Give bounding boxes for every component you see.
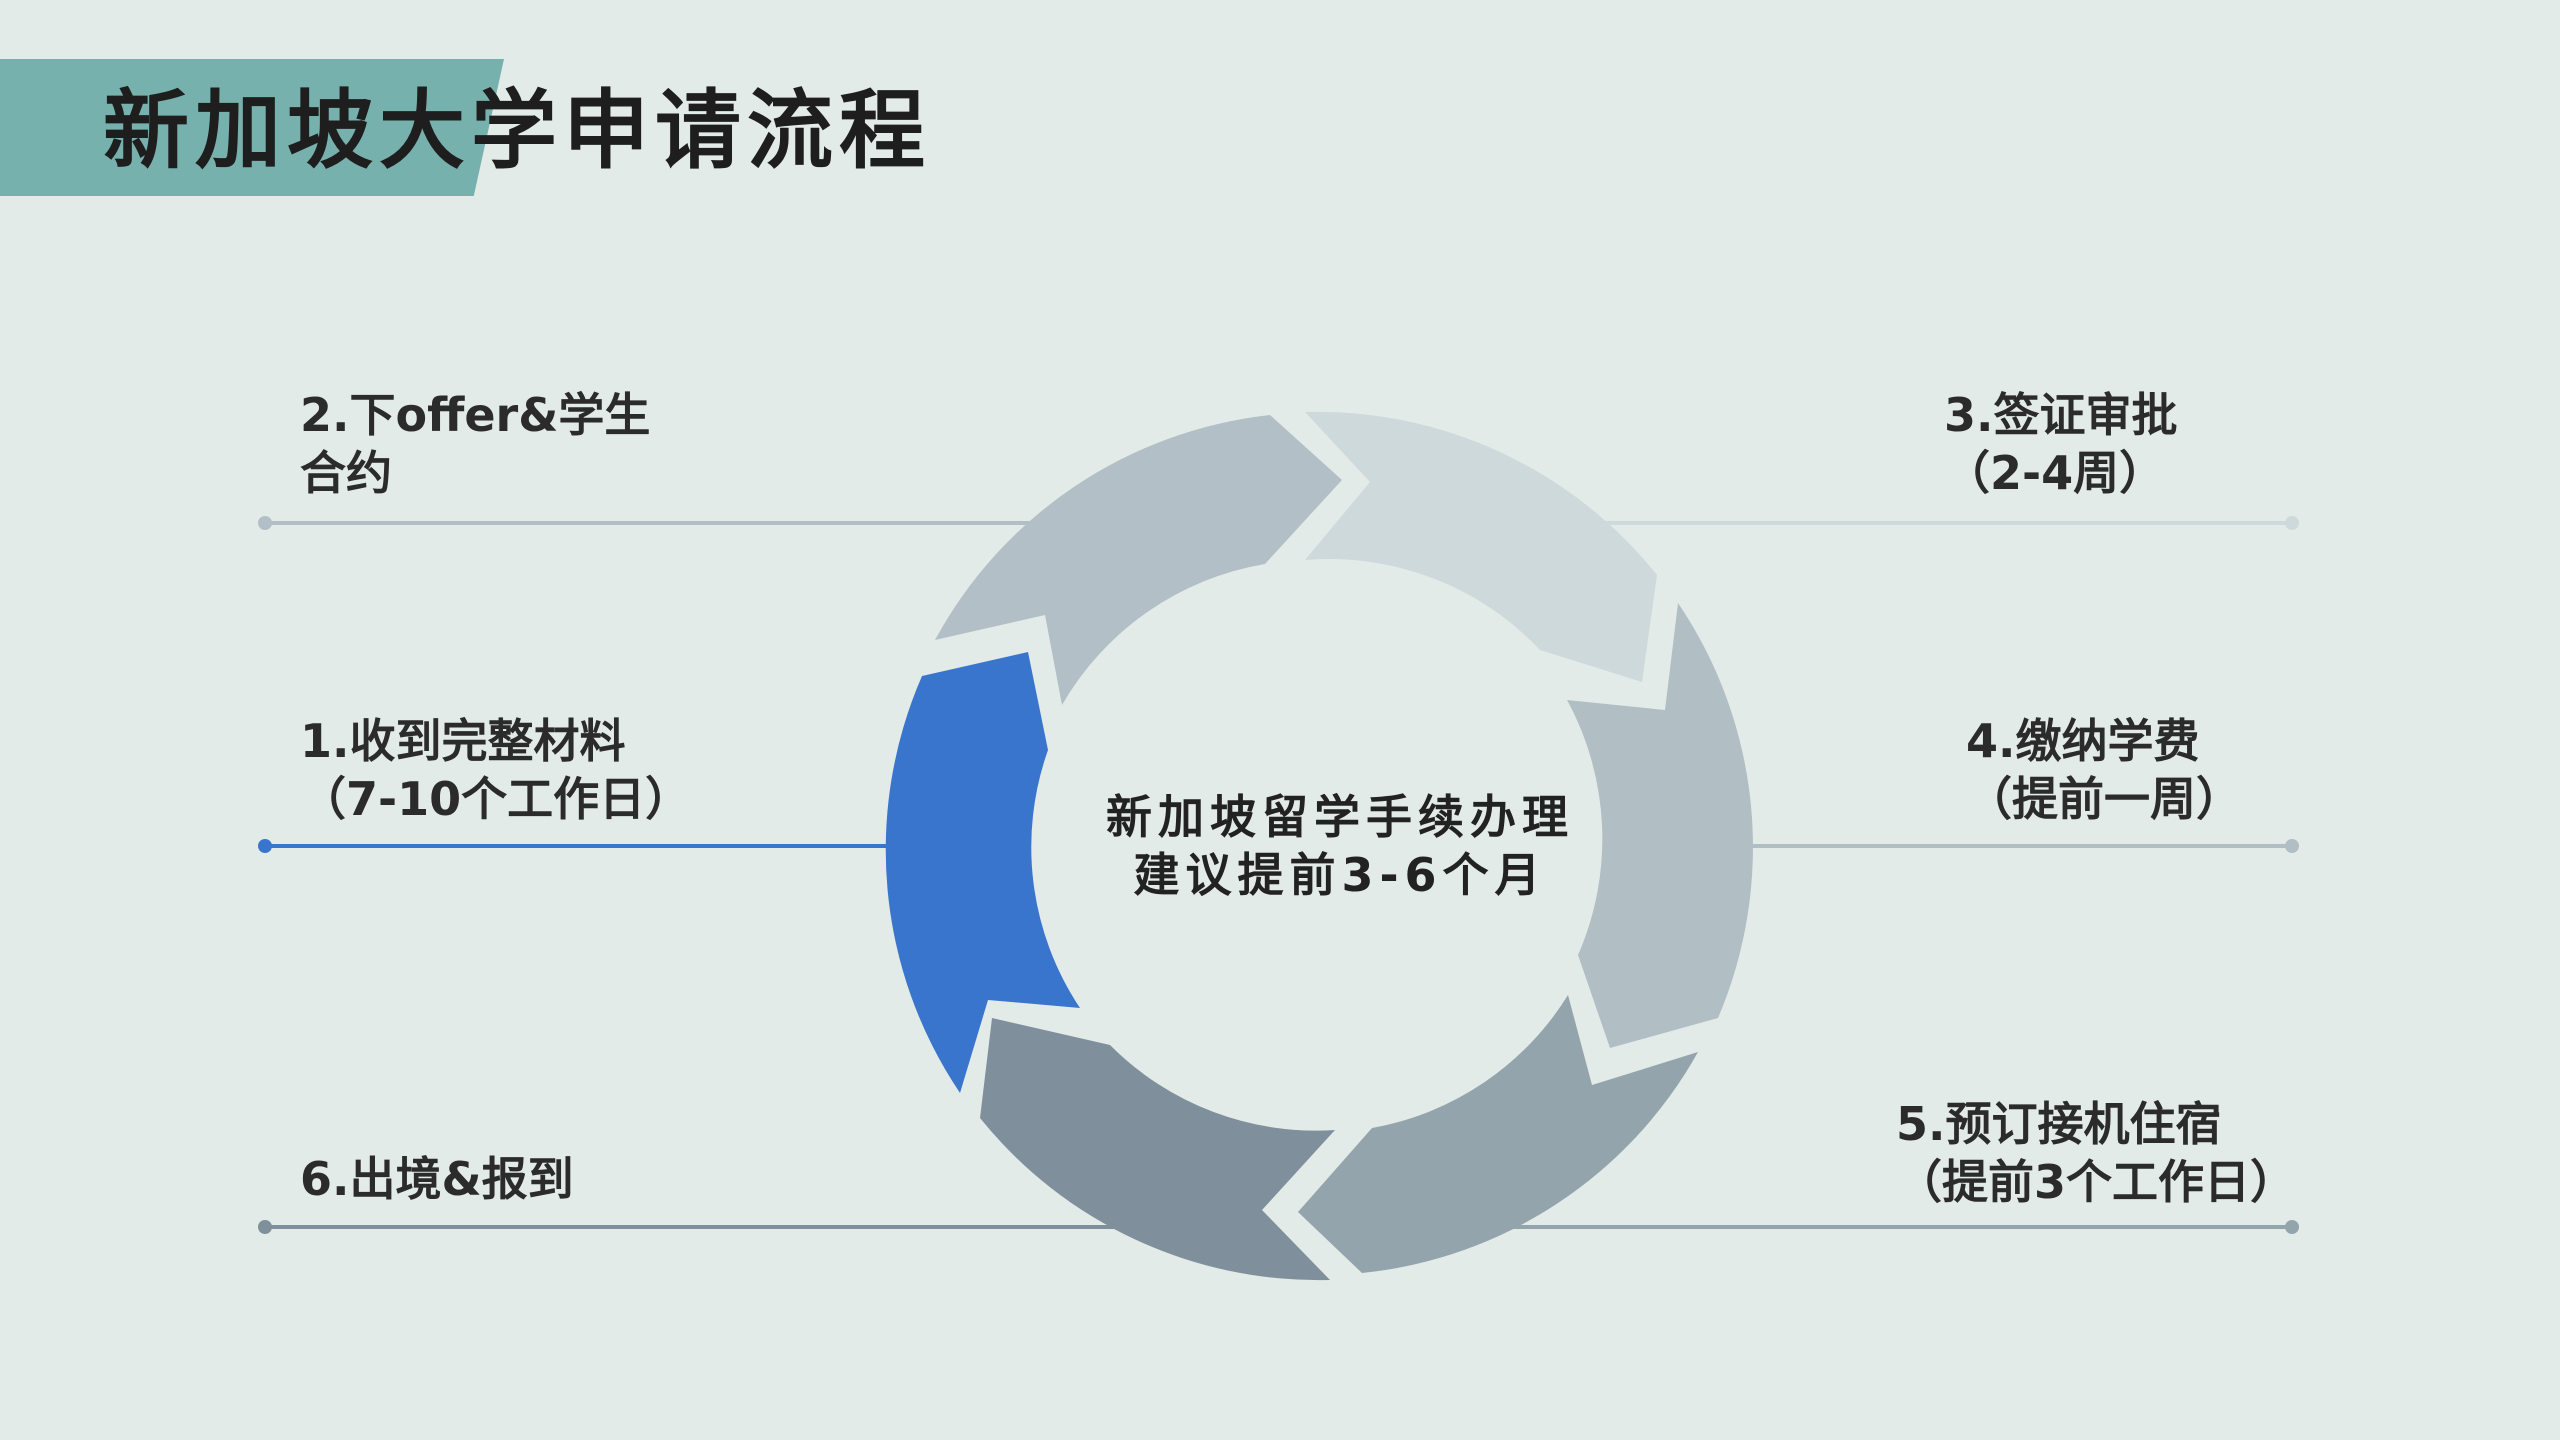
leader-dot-step-6 <box>258 1220 272 1234</box>
step-6-title: 6.出境&报到 <box>300 1152 574 1206</box>
cycle-segment-step-1 <box>885 652 1080 1093</box>
center-caption-line2: 建议提前3-6个月 <box>1133 848 1547 902</box>
step-2-title: 2.下offer&学生 <box>300 388 651 442</box>
step-1-title: 1.收到完整材料 <box>300 714 626 768</box>
leader-dot-step-5 <box>2285 1220 2299 1234</box>
step-label-2: 2.下offer&学生 合约 <box>300 386 650 502</box>
cycle-segment-step-2 <box>935 415 1342 705</box>
center-caption: 新加坡留学手续办理 建议提前3-6个月 <box>1040 788 1640 904</box>
step-2-detail: 合约 <box>300 446 392 500</box>
leader-lines <box>258 516 2299 1234</box>
title-accent-bar <box>0 59 504 196</box>
cycle-segment-step-6 <box>980 1018 1335 1281</box>
leader-dot-step-3 <box>2285 516 2299 530</box>
step-3-detail: （2-4周） <box>1944 446 2166 500</box>
step-1-detail: （7-10个工作日） <box>300 772 692 826</box>
step-label-1: 1.收到完整材料 （7-10个工作日） <box>300 712 691 828</box>
step-label-5: 5.预订接机住宿 （提前3个工作日） <box>1896 1095 2296 1211</box>
cycle-segment-step-5 <box>1298 995 1698 1273</box>
leader-dot-step-1 <box>258 839 272 853</box>
step-4-title: 4.缴纳学费 <box>1966 714 2200 768</box>
leader-dot-step-4 <box>2285 839 2299 853</box>
step-label-4: 4.缴纳学费 （提前一周） <box>1966 712 2242 828</box>
cycle-segment-step-4 <box>1567 603 1753 1048</box>
center-caption-line1: 新加坡留学手续办理 <box>1106 790 1574 844</box>
step-5-detail: （提前3个工作日） <box>1896 1155 2297 1209</box>
page-title: 新加坡大学申请流程 <box>103 81 931 181</box>
cycle-segment-step-3 <box>1305 411 1657 682</box>
step-4-detail: （提前一周） <box>1966 772 2242 826</box>
step-label-6: 6.出境&报到 <box>300 1150 574 1208</box>
step-5-title: 5.预订接机住宿 <box>1896 1097 2222 1151</box>
cycle-segments <box>885 411 1753 1281</box>
step-label-3: 3.签证审批 （2-4周） <box>1944 386 2177 502</box>
leader-dot-step-2 <box>258 516 272 530</box>
step-3-title: 3.签证审批 <box>1944 388 2178 442</box>
